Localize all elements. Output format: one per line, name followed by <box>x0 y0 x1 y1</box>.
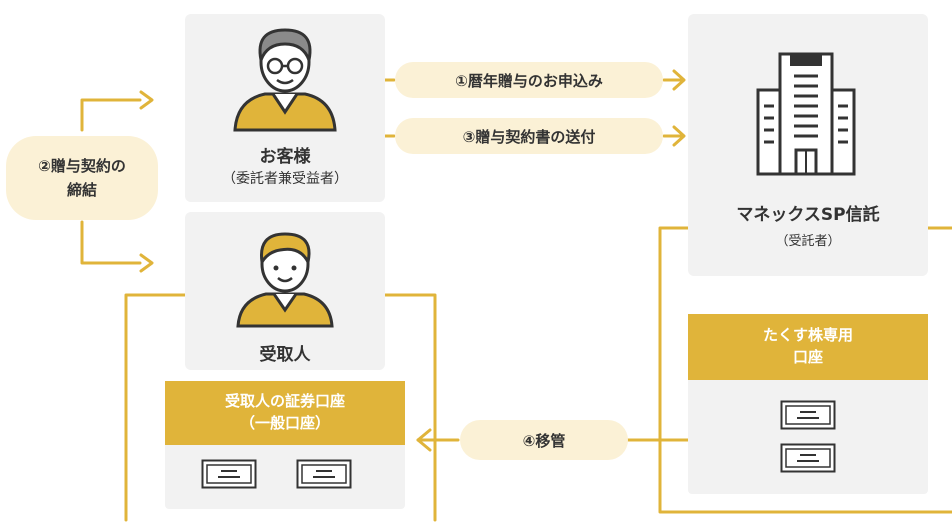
certificate-icon <box>201 459 257 489</box>
step1-arrowhead <box>672 69 686 91</box>
arrowhead-customer <box>139 90 154 110</box>
step2-label: ②贈与契約の 締結 <box>6 136 158 220</box>
trust-account-line1: たくす株専用 <box>762 326 853 345</box>
recipient-name: 受取人 <box>259 345 311 365</box>
step4-arrowhead <box>416 428 432 452</box>
recipient-person-icon <box>236 232 334 328</box>
certificate-icon <box>296 459 352 489</box>
building-icon <box>756 52 856 176</box>
step4-text: ④移管 <box>522 431 566 450</box>
step3-label: ③贈与契約書の送付 <box>395 118 663 154</box>
customer-role: （委託者兼受益者） <box>222 171 348 187</box>
step3-arrowhead <box>672 125 686 147</box>
bracket-to-recipient <box>80 220 142 265</box>
step4-label: ④移管 <box>460 420 628 460</box>
recipient-frame-left <box>124 293 187 522</box>
step2-line2: 締結 <box>66 181 97 199</box>
step1-label: ①暦年贈与のお申込み <box>395 62 663 98</box>
customer-person-icon <box>233 28 337 132</box>
recipient-frame-right <box>383 293 437 522</box>
trust-frame-left <box>658 226 952 514</box>
customer-name: お客様 <box>259 147 311 167</box>
certificate-icon <box>780 443 836 473</box>
certificate-icon <box>780 400 836 430</box>
trust-role: （受託者） <box>775 234 841 249</box>
recipient-account-line1: 受取人の証券口座 <box>224 392 345 411</box>
arrowhead-recipient <box>139 253 154 273</box>
recipient-account-header: 受取人の証券口座 （一般口座） <box>165 381 405 445</box>
trust-account-header: たくす株専用 口座 <box>688 314 928 380</box>
recipient-account-line2: （一般口座） <box>239 414 330 432</box>
step2-line1: ②贈与契約の <box>38 157 126 175</box>
trust-account-line2: 口座 <box>792 348 823 366</box>
trust-name: マネックスSP信託 <box>736 205 880 225</box>
bracket-to-customer <box>80 98 142 132</box>
